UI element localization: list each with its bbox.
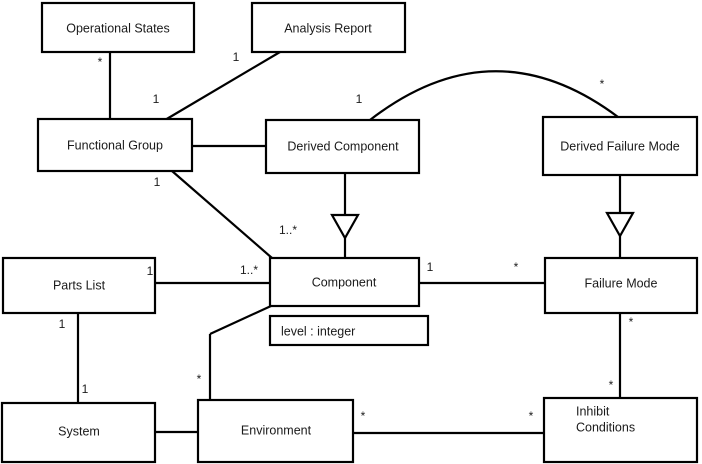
multiplicity-component-left: 1..* — [240, 263, 258, 277]
class-inhibit-conditions[interactable]: Inhibit Conditions — [542, 396, 699, 464]
multiplicity-inhibit-conditions-top: * — [609, 378, 614, 392]
class-label-system: System — [58, 424, 100, 438]
multiplicity-environment-top: * — [197, 372, 202, 386]
multiplicity-parts-list-bottom: 1 — [59, 317, 66, 331]
class-box-derived-failure-mode[interactable] — [541, 115, 699, 177]
multiplicity-derived-failure-mode: * — [600, 77, 605, 91]
multiplicity-environment-right: * — [361, 409, 366, 423]
edge-functional-group-component — [171, 170, 273, 259]
class-label-analysis-report: Analysis Report — [284, 21, 372, 35]
class-box-inhibit-conditions[interactable] — [542, 396, 699, 464]
class-parts-list[interactable]: Parts List — [1, 256, 157, 315]
class-box-functional-group[interactable] — [36, 117, 194, 173]
class-box-analysis-report[interactable] — [250, 1, 407, 54]
class-attribute-level: level : integer — [281, 324, 355, 338]
multiplicity-derived-component-top: 1 — [356, 92, 363, 106]
class-label-inhibit-conditions-line2: Conditions — [576, 420, 635, 434]
multiplicity-inhibit-conditions-left: * — [529, 409, 534, 423]
class-system[interactable]: System — [0, 401, 157, 464]
class-derived-component[interactable]: Derived Component — [264, 118, 421, 175]
class-failure-mode[interactable]: Failure Mode — [543, 256, 699, 315]
generalization-triangle-component — [330, 213, 360, 241]
class-label-derived-component: Derived Component — [287, 139, 399, 153]
class-label-failure-mode: Failure Mode — [585, 276, 658, 290]
class-component[interactable]: Component level : integer — [268, 256, 430, 347]
multiplicity-component-upper-left: 1..* — [279, 223, 297, 237]
class-box-system[interactable] — [0, 401, 157, 464]
multiplicity-operational-states: * — [98, 55, 103, 69]
multiplicity-parts-list-right: 1 — [147, 264, 154, 278]
multiplicity-analysis-report-end: 1 — [233, 50, 240, 64]
class-box-environment[interactable] — [196, 398, 355, 464]
class-box-derived-component[interactable] — [264, 118, 421, 175]
class-operational-states[interactable]: Operational States — [40, 1, 196, 54]
class-box-component[interactable] — [268, 256, 421, 308]
class-box-component-attributes[interactable] — [268, 314, 430, 347]
multiplicity-system-top: 1 — [82, 382, 89, 396]
class-label-inhibit-conditions-line1: Inhibit — [576, 404, 610, 418]
class-label-component: Component — [312, 275, 377, 289]
class-label-operational-states: Operational States — [66, 21, 170, 35]
class-label-parts-list: Parts List — [53, 278, 106, 292]
class-environment[interactable]: Environment — [196, 398, 355, 464]
class-box-failure-mode[interactable] — [543, 256, 699, 315]
multiplicity-failure-mode-bottom: * — [629, 315, 634, 329]
class-derived-failure-mode[interactable]: Derived Failure Mode — [541, 115, 699, 177]
class-label-environment: Environment — [241, 423, 312, 437]
edge-functional-group-analysis-report — [164, 51, 281, 121]
edge-environment-component-diagonal — [209, 305, 272, 335]
class-functional-group[interactable]: Functional Group — [36, 117, 194, 173]
multiplicity-functional-group-top: 1 — [153, 92, 160, 106]
multiplicity-functional-group-bottom: 1 — [154, 175, 161, 189]
class-box-operational-states[interactable] — [40, 1, 196, 54]
class-label-functional-group: Functional Group — [67, 138, 163, 152]
edge-derived-component-derived-failure-mode — [369, 70, 619, 121]
class-analysis-report[interactable]: Analysis Report — [250, 1, 407, 54]
multiplicity-failure-mode-left: * — [514, 260, 519, 274]
multiplicity-component-right: 1 — [427, 260, 434, 274]
class-box-parts-list[interactable] — [1, 256, 157, 315]
generalization-triangle-failure-mode — [605, 211, 635, 239]
class-label-derived-failure-mode: Derived Failure Mode — [560, 139, 680, 153]
